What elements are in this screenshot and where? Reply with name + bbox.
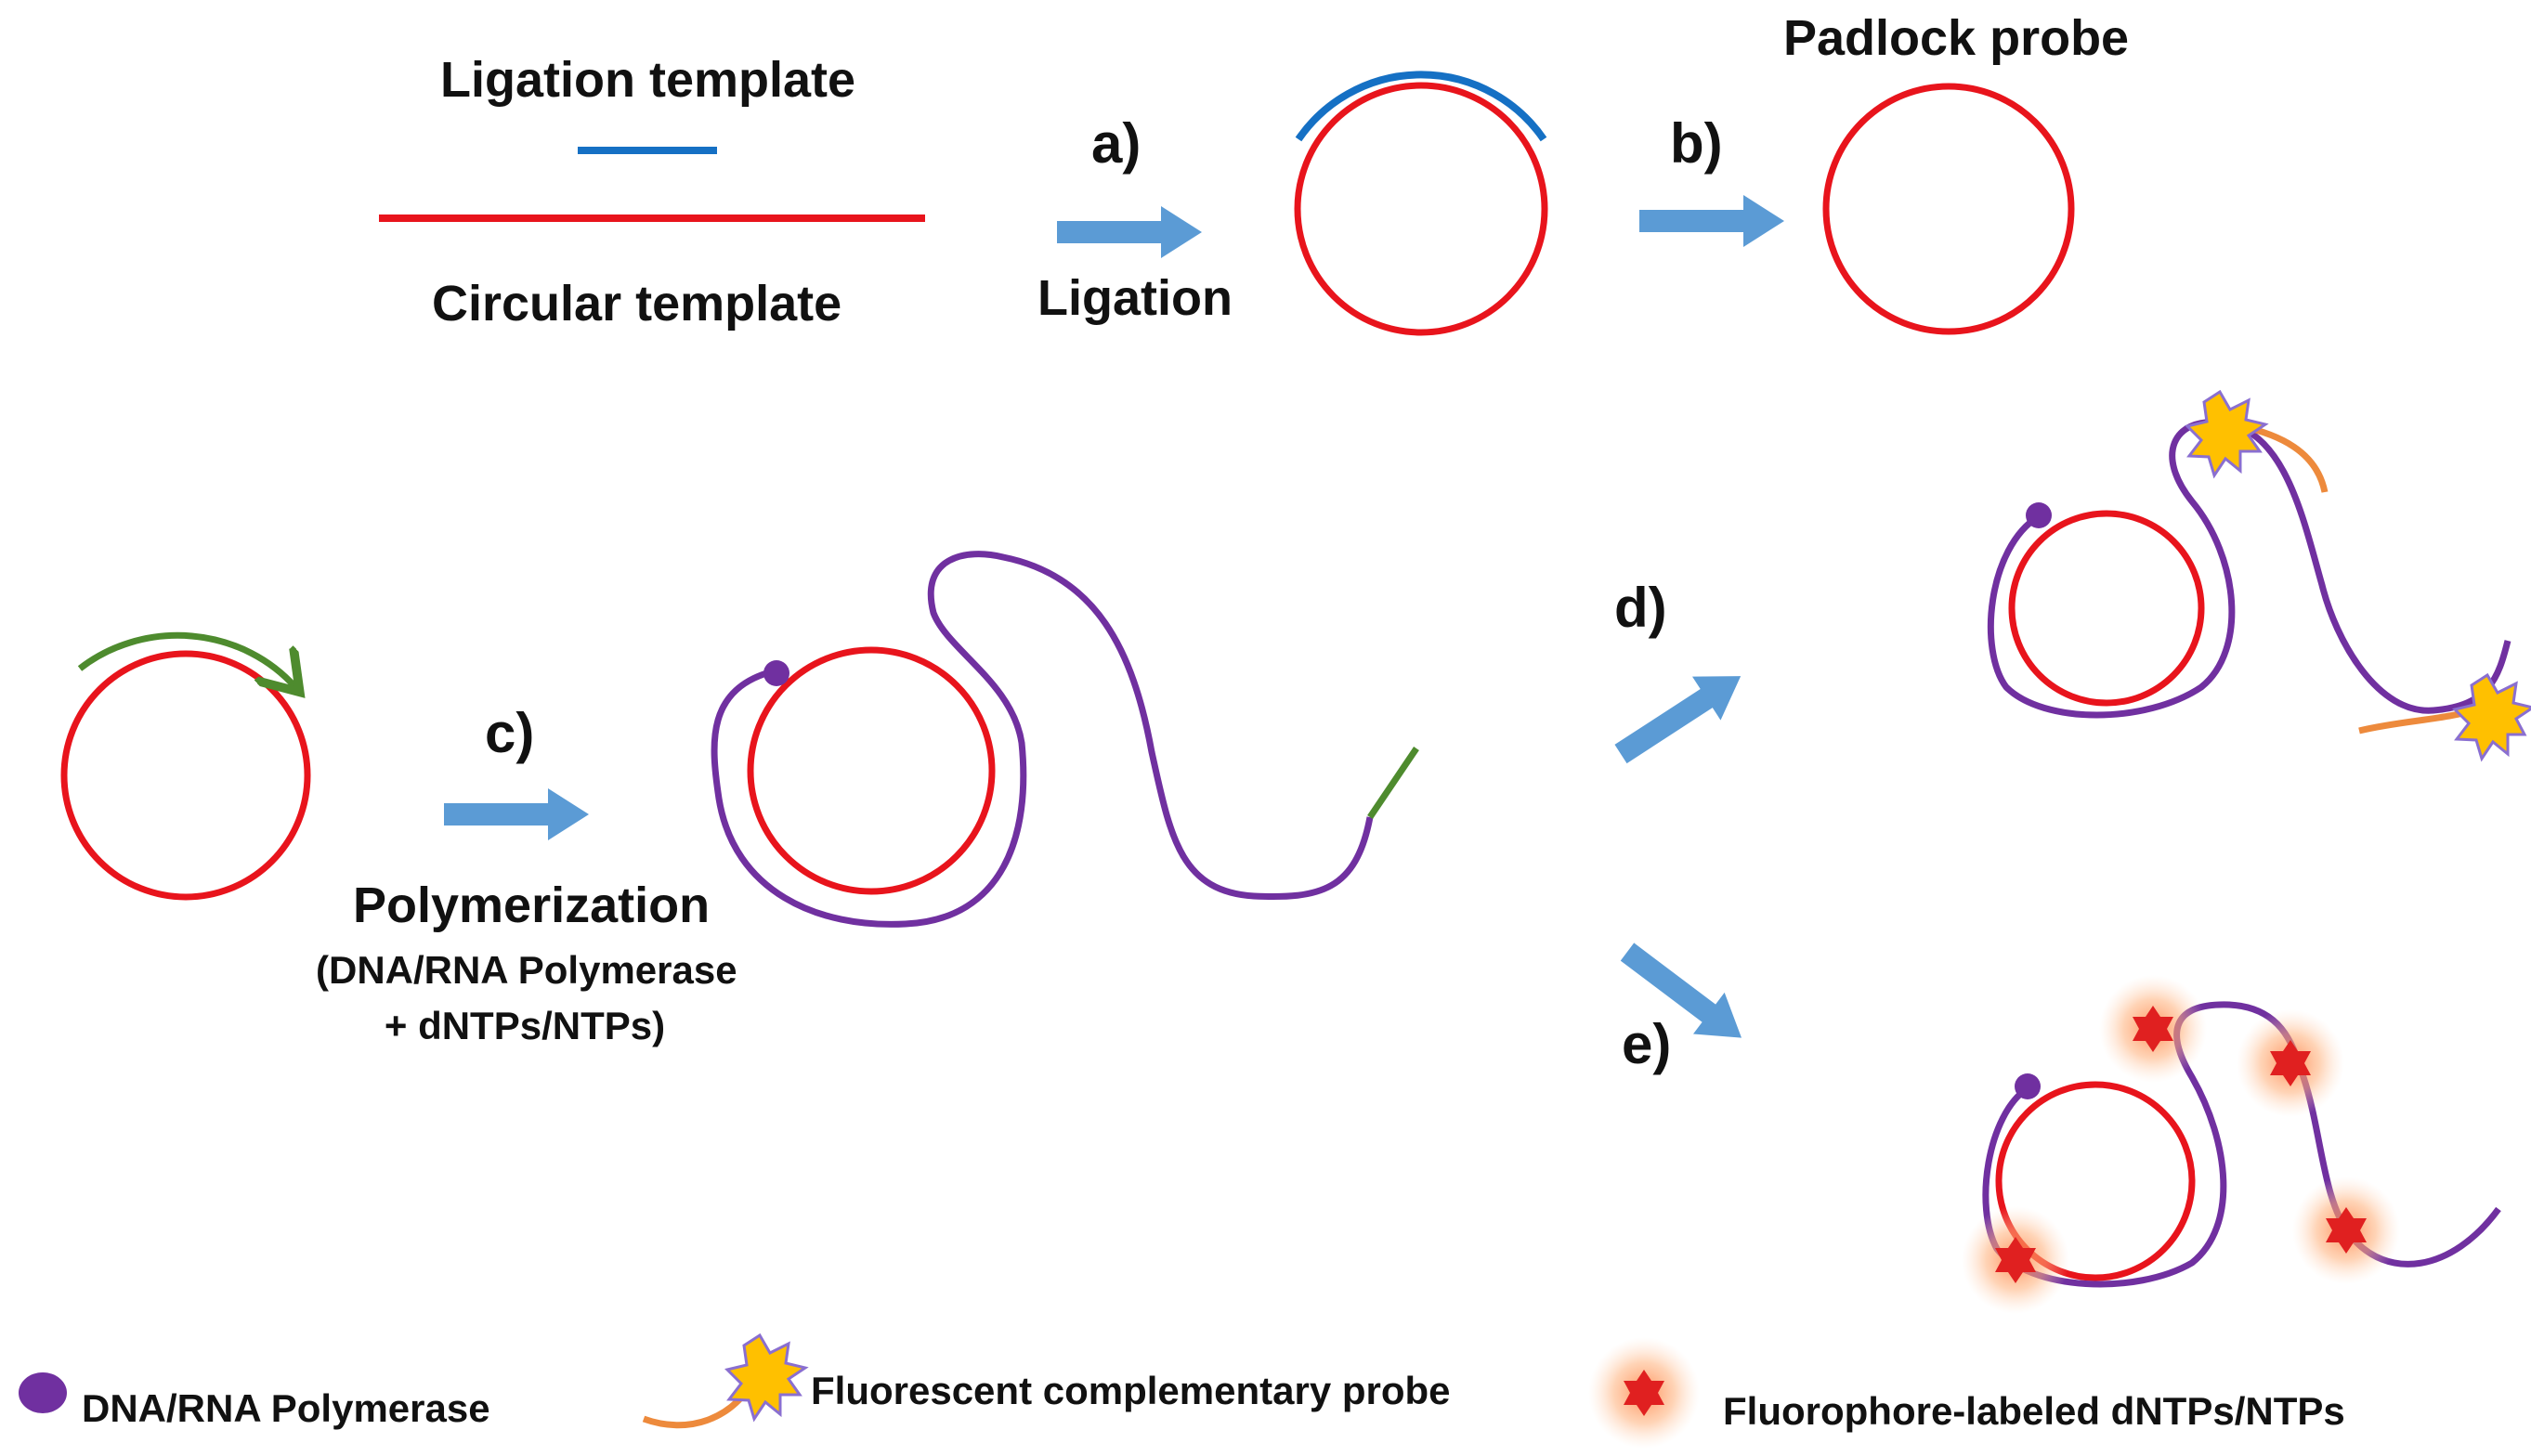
- step-d-label: d): [1614, 577, 1667, 639]
- product-strand: [1987, 419, 2511, 719]
- legend-fluor-icon: [1588, 1337, 1700, 1449]
- step-a-label: a): [1091, 112, 1142, 175]
- legend-polymerase-label: DNA/RNA Polymerase: [82, 1386, 490, 1430]
- polymerization-detail-1: (DNA/RNA Polymerase: [316, 948, 737, 992]
- yellow-star-icon: [2452, 672, 2531, 762]
- ligation-template-arc: [1295, 71, 1547, 142]
- arrow-icon: [1620, 942, 1742, 1038]
- polymerase-dot-icon: [763, 660, 789, 686]
- legend-probe-icon: [642, 1332, 809, 1429]
- product-d: [1987, 389, 2531, 762]
- padlock-probe-circle: [1822, 83, 2075, 335]
- arrow-icon: [1614, 676, 1742, 764]
- primer-arc: [77, 631, 295, 687]
- step-b-label: b): [1670, 112, 1723, 175]
- yellow-star-icon: [724, 1332, 809, 1423]
- ligation-label: Ligation: [1037, 270, 1233, 326]
- template-circle: [2008, 510, 2205, 707]
- red-star-icon: [1624, 1370, 1664, 1416]
- arrow-icon: [1639, 195, 1784, 247]
- primed-circle: [60, 650, 311, 901]
- red-star-icon: [1995, 1237, 2036, 1283]
- polymerase-dot-icon: [2026, 502, 2052, 528]
- padlock-probe-label: Padlock probe: [1783, 10, 2130, 66]
- product-e: [1962, 975, 2501, 1314]
- step-e-label: e): [1622, 1013, 1672, 1075]
- polymerase-dot-icon: [2015, 1073, 2041, 1099]
- yellow-star-icon: [2185, 389, 2269, 479]
- red-star-icon: [2133, 1006, 2173, 1052]
- primer-end: [1367, 747, 1419, 819]
- rca-product: [711, 551, 1419, 928]
- step-c-label: c): [485, 702, 535, 764]
- red-star-icon: [2270, 1040, 2311, 1086]
- template-circle: [747, 646, 996, 895]
- template-circle: [1995, 1081, 2196, 1281]
- polymerase-dot-icon: [19, 1372, 67, 1413]
- red-star-icon: [2326, 1207, 2367, 1254]
- product-strand: [711, 551, 1374, 928]
- arrow-icon: [1057, 206, 1202, 258]
- legend-probe-label: Fluorescent complementary probe: [811, 1369, 1451, 1412]
- arrow-icon: [444, 788, 589, 840]
- legend-fluorophore-label: Fluorophore-labeled dNTPs/NTPs: [1723, 1389, 2345, 1433]
- ligated-circle: [1294, 82, 1548, 336]
- polymerization-detail-2: + dNTPs/NTPs): [384, 1004, 666, 1047]
- ligation-template-label: Ligation template: [440, 52, 856, 108]
- circular-template-label: Circular template: [432, 276, 842, 332]
- polymerization-label: Polymerization: [353, 878, 711, 933]
